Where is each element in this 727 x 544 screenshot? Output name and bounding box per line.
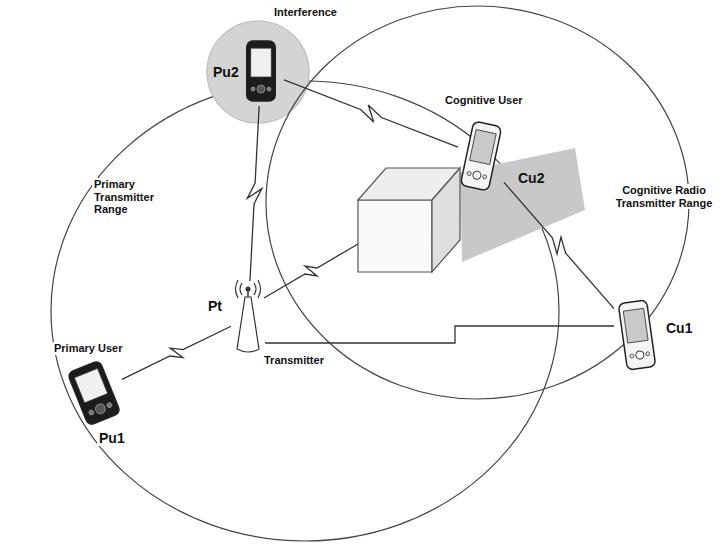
- phone-key: [630, 354, 635, 359]
- phone-icon: [238, 36, 284, 106]
- phone-button: [472, 170, 481, 179]
- range-ellipse: [51, 81, 559, 541]
- primary-user-device: Primary UserPu1: [44, 340, 159, 452]
- phone-button: [635, 350, 644, 359]
- radio-link: [122, 326, 231, 379]
- interference-circle: InterferencePu2: [206, 20, 310, 124]
- phone-screen: [74, 368, 107, 403]
- phone-key: [251, 87, 255, 91]
- phone-icon: [614, 296, 660, 374]
- radio-link: [247, 106, 262, 281]
- antenna-tip: [246, 287, 251, 292]
- device-id: Pu1: [97, 430, 127, 446]
- caption-text: Primary Transmitter Range: [92, 178, 176, 216]
- tower-body: [237, 297, 259, 352]
- phone-button: [94, 402, 107, 415]
- radio-link: [265, 326, 614, 343]
- tower-icon: [231, 281, 265, 355]
- caption-text: Cognitive Radio Transmitter Range: [606, 184, 722, 209]
- device-id: Pt: [206, 298, 224, 314]
- phone-icon: [66, 360, 122, 426]
- caption-text: Cognitive User: [443, 94, 525, 107]
- radio-link: [284, 80, 458, 147]
- phone-key: [645, 352, 650, 357]
- phone-key: [267, 87, 271, 91]
- caption-text: Primary User: [52, 342, 125, 355]
- caption-text: Transmitter: [262, 354, 326, 367]
- phone-key: [88, 409, 94, 415]
- phone-body: [67, 360, 120, 426]
- phone-button: [257, 85, 265, 93]
- radio-link: [504, 182, 614, 308]
- radio-wave: [254, 283, 256, 295]
- device-id: Cu1: [664, 320, 694, 336]
- device-id: Pu2: [211, 64, 241, 80]
- phone-key: [467, 171, 472, 176]
- phone-screen: [470, 130, 497, 165]
- signal-to-obstacle: [264, 244, 358, 298]
- building-front: [358, 200, 432, 272]
- primary-transmitter: PtTransmitter: [205, 280, 335, 372]
- phone-screen: [251, 48, 272, 77]
- phone-body: [618, 300, 656, 370]
- caption-text: Interference: [272, 6, 339, 19]
- radio-wave: [258, 280, 261, 298]
- phone-key: [482, 174, 487, 179]
- phone-screen: [623, 308, 648, 343]
- cognitive-user-device: Cognitive UserCu2: [440, 92, 552, 202]
- building-side: [432, 168, 460, 272]
- phone-body: [460, 121, 501, 191]
- radio-wave: [236, 280, 239, 298]
- cognitive-user-device: Cu1: [612, 295, 712, 380]
- radio-wave: [240, 283, 242, 295]
- interference-circle: [207, 21, 309, 123]
- device-id: Cu2: [516, 170, 546, 186]
- phone-body: [247, 41, 276, 101]
- phone-key: [106, 402, 112, 408]
- phone-icon: [458, 118, 504, 194]
